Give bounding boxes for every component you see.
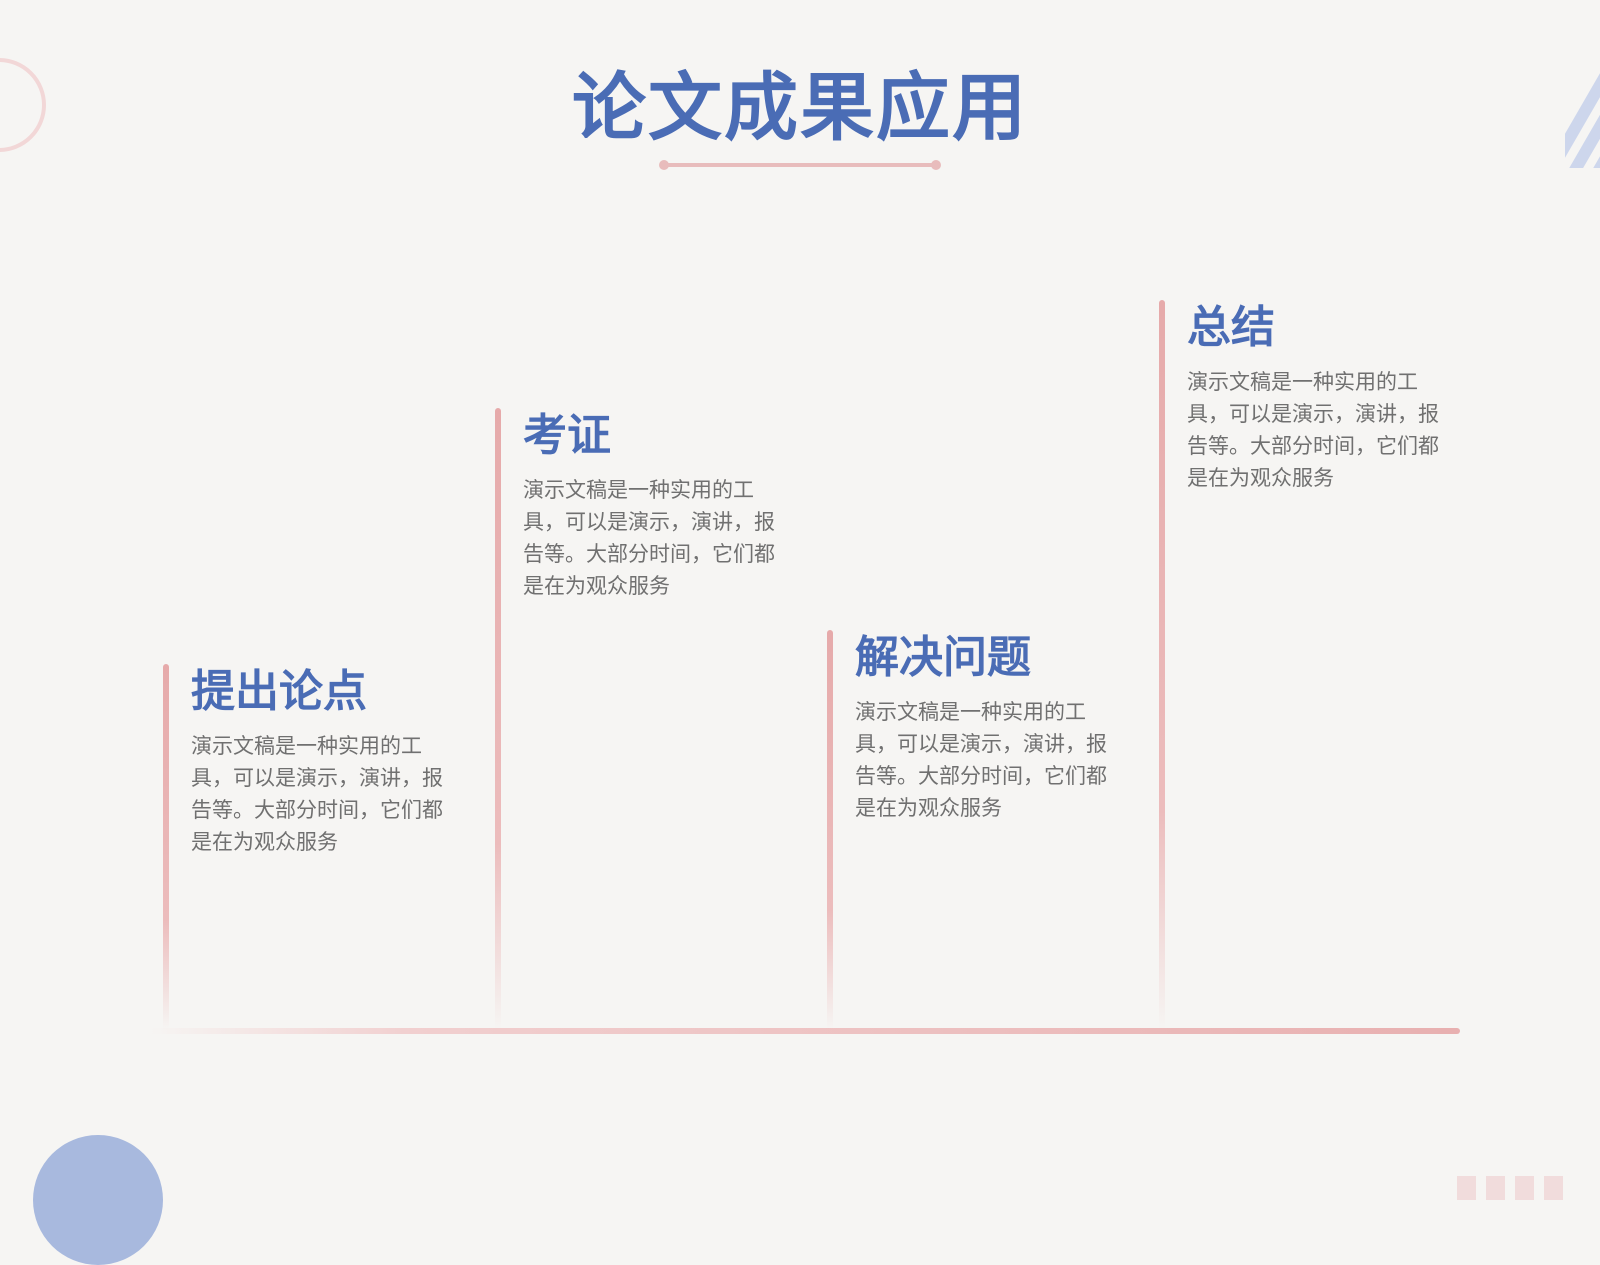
step-description: 演示文稿是一种实用的工具，可以是演示，演讲，报告等。大部分时间，它们都是在为观众… <box>523 478 775 598</box>
bar <box>1544 1176 1563 1200</box>
decorative-circle <box>33 1135 163 1265</box>
step-description: 演示文稿是一种实用的工具，可以是演示，演讲，报告等。大部分时间，它们都是在为观众… <box>1187 370 1439 490</box>
step-vertical-line <box>1159 300 1165 1030</box>
step-heading: 考证 <box>523 410 611 461</box>
step-vertical-line <box>163 664 169 1030</box>
bar <box>1515 1176 1534 1200</box>
title-underline <box>664 163 938 167</box>
title-underline-dot-right <box>931 160 941 170</box>
bar <box>1486 1176 1505 1200</box>
step-description: 演示文稿是一种实用的工具，可以是演示，演讲，报告等。大部分时间，它们都是在为观众… <box>191 734 443 854</box>
step-heading: 总结 <box>1187 302 1275 353</box>
title-underline-dot-left <box>659 160 669 170</box>
staircase-baseline <box>150 1028 1460 1034</box>
decorative-bars <box>1457 1176 1577 1200</box>
step-vertical-line <box>495 408 501 1030</box>
step-heading: 提出论点 <box>191 666 367 717</box>
step-description: 演示文稿是一种实用的工具，可以是演示，演讲，报告等。大部分时间，它们都是在为观众… <box>855 700 1107 820</box>
slide-title: 论文成果应用 <box>572 65 1028 151</box>
step-vertical-line <box>827 630 833 1030</box>
step-heading: 解决问题 <box>855 632 1031 683</box>
bar <box>1457 1176 1476 1200</box>
